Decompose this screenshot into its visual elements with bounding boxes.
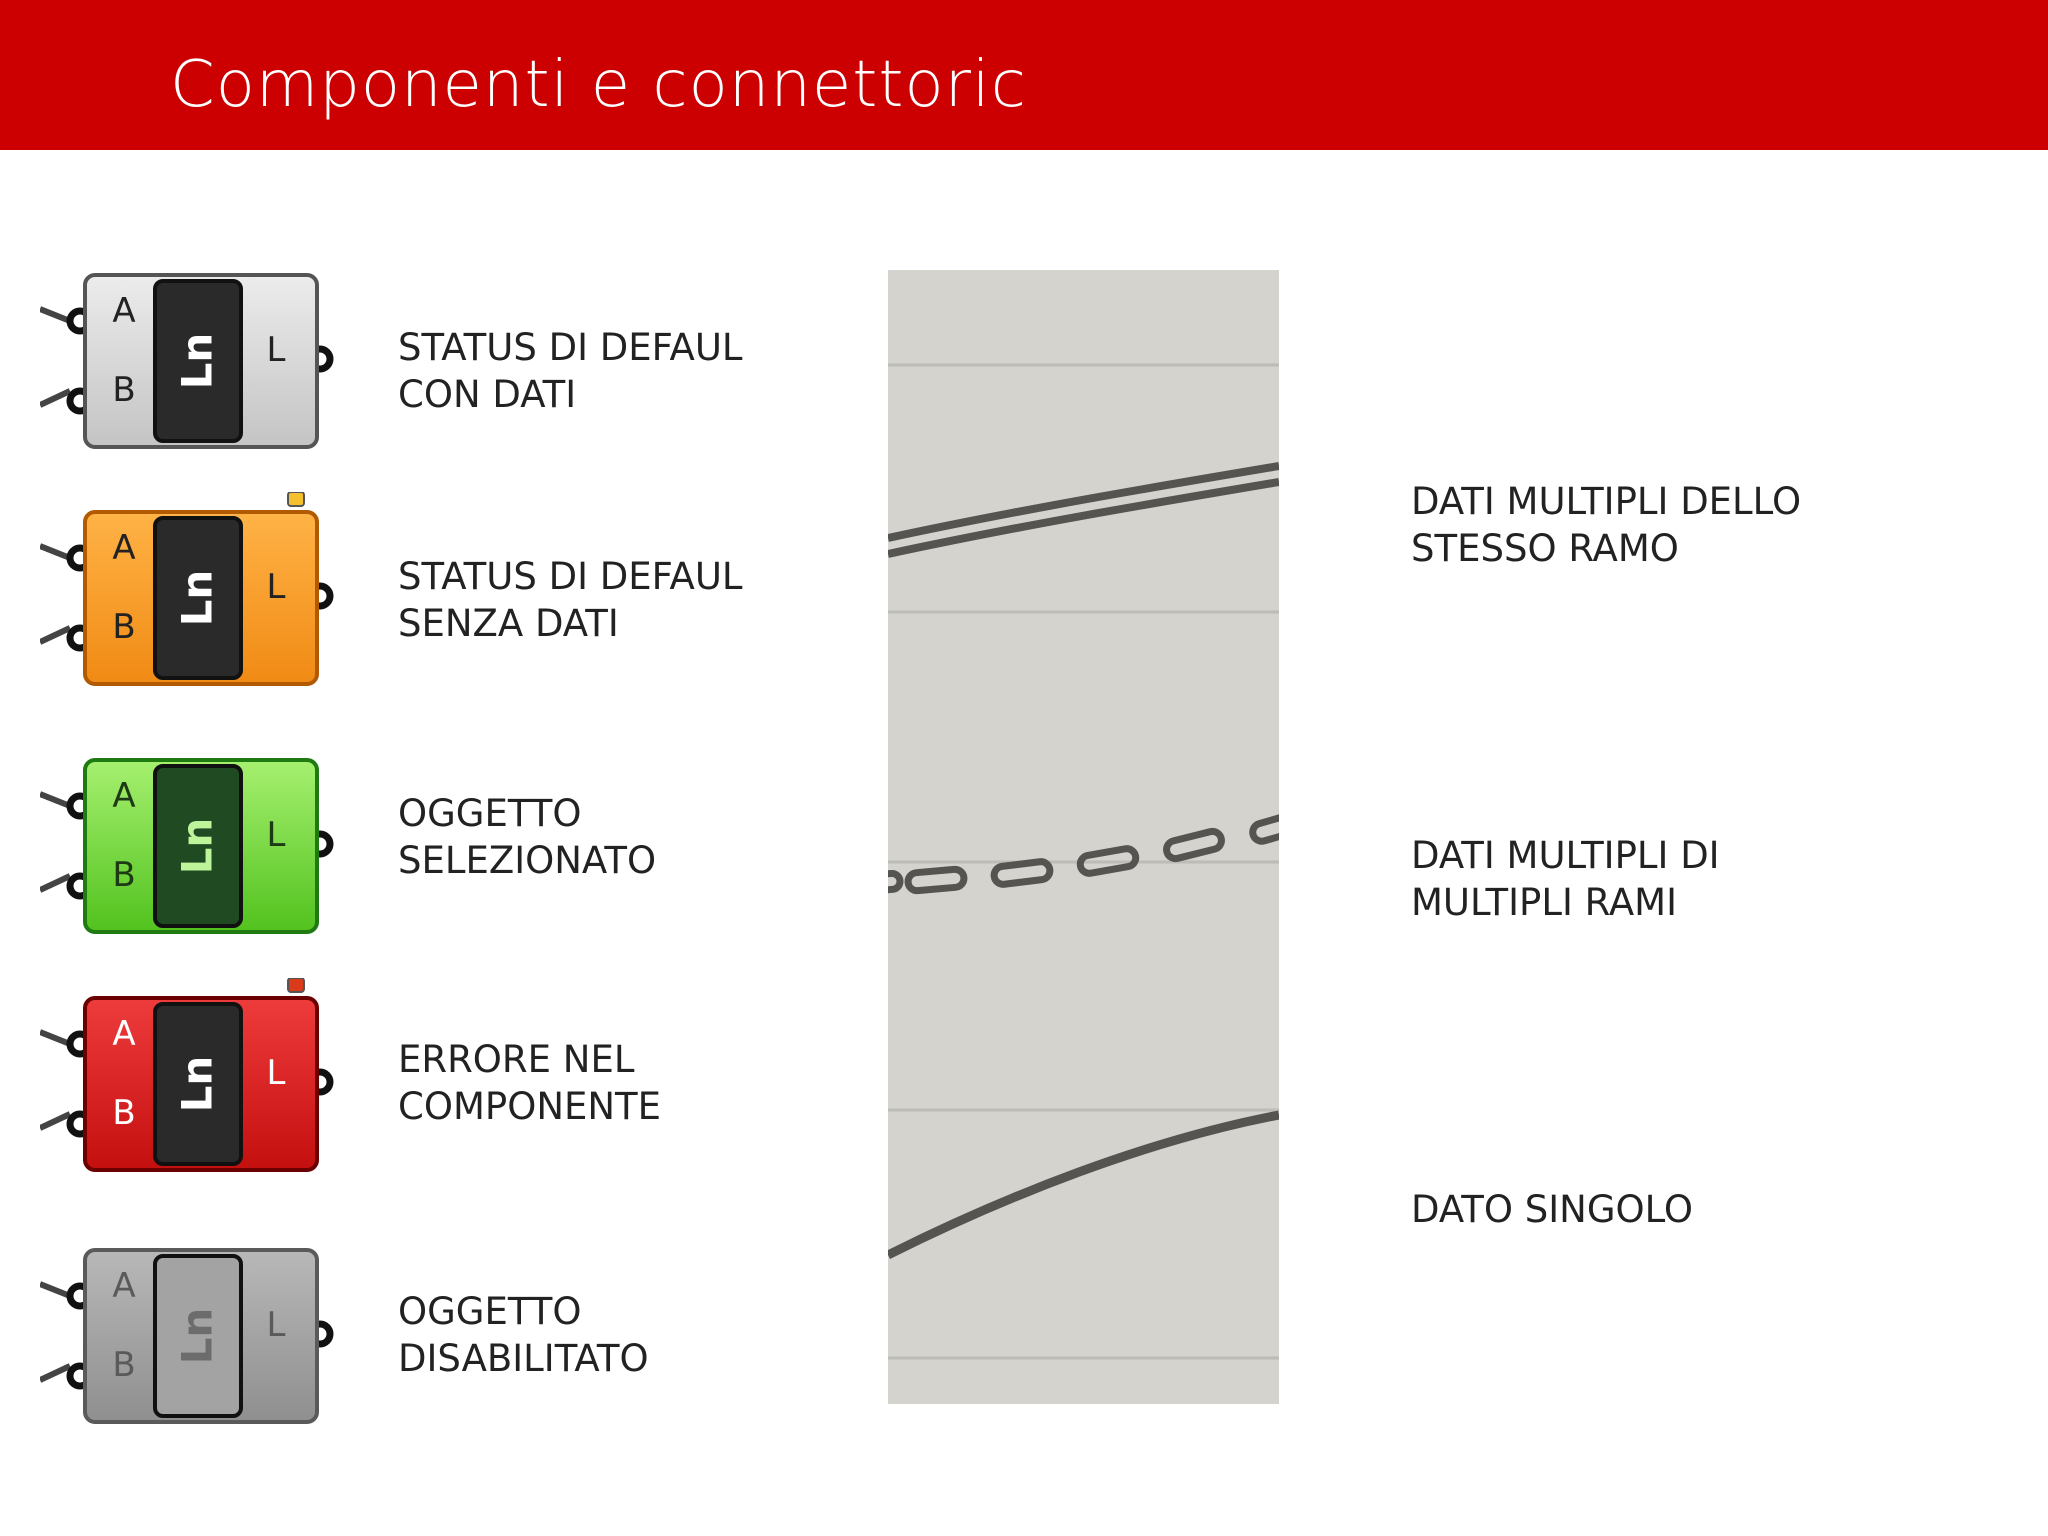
output-l-label: L	[267, 567, 286, 607]
label-line: OGGETTO	[398, 792, 582, 835]
wire-dashed-tree	[888, 809, 1279, 895]
input-b-label: B	[112, 1093, 135, 1133]
input-a-label: A	[112, 1014, 135, 1054]
output-l-label: L	[267, 815, 286, 855]
input-b-label: B	[112, 855, 135, 895]
label-wire-dashed-tree: DATI MULTIPLI DI MULTIPLI RAMI	[1411, 832, 1720, 926]
label-line: CON DATI	[398, 373, 577, 416]
component-nickname: Ln	[173, 1308, 222, 1365]
component-core	[153, 1002, 243, 1166]
wire-types-panel	[888, 270, 1279, 1404]
panel-gridlines	[888, 363, 1279, 1360]
label-disabled: OGGETTO DISABILITATO	[398, 1288, 649, 1382]
label-error: ERRORE NEL COMPONENTE	[398, 1036, 661, 1130]
input-b-label: B	[112, 607, 135, 647]
connector-grips	[40, 543, 334, 652]
label-line: STESSO RAMO	[1411, 527, 1679, 570]
label-selected: OGGETTO SELEZIONATO	[398, 790, 656, 884]
component-nickname: Ln	[173, 818, 222, 875]
input-a-label: A	[112, 291, 135, 331]
component-nickname: Ln	[173, 570, 222, 627]
label-line: COMPONENTE	[398, 1085, 662, 1128]
label-wire-single-line: DATO SINGOLO	[1411, 1186, 1693, 1233]
label-line: STATUS DI DEFAUL	[398, 326, 743, 369]
status-flag	[287, 492, 305, 507]
label-line: DISABILITATO	[398, 1337, 649, 1380]
component-core	[153, 1254, 243, 1418]
wire-double-line	[888, 462, 1279, 558]
output-l-label: L	[267, 330, 286, 370]
label-line: DATI MULTIPLI DELLO	[1411, 480, 1802, 523]
label-line: STATUS DI DEFAUL	[398, 555, 743, 598]
label-line: ERRORE NEL	[398, 1038, 635, 1081]
title-bar: Componenti e connettoric	[0, 0, 2048, 150]
output-l-label: L	[267, 1305, 286, 1345]
label-line: DATO SINGOLO	[1411, 1188, 1694, 1231]
component-core	[153, 516, 243, 680]
label-line: SELEZIONATO	[398, 839, 657, 882]
label-default-without-data: STATUS DI DEFAUL SENZA DATI	[398, 553, 743, 647]
component-nickname: Ln	[173, 333, 222, 390]
input-a-label: A	[112, 776, 135, 816]
output-l-label: L	[267, 1053, 286, 1093]
component-core	[153, 279, 243, 443]
wire-single-line	[888, 1110, 1279, 1260]
label-line: MULTIPLI RAMI	[1411, 881, 1677, 924]
component-nickname: Ln	[173, 1056, 222, 1113]
label-line: SENZA DATI	[398, 602, 619, 645]
input-b-label: B	[112, 1345, 135, 1385]
input-b-label: B	[112, 370, 135, 410]
component-core	[153, 764, 243, 928]
input-a-label: A	[112, 1266, 135, 1306]
label-line: OGGETTO	[398, 1290, 582, 1333]
slide-title: Componenti e connettoric	[170, 48, 1027, 122]
input-a-label: A	[112, 528, 135, 568]
label-default-with-data: STATUS DI DEFAUL CON DATI	[398, 324, 743, 418]
label-line: DATI MULTIPLI DI	[1411, 834, 1720, 877]
label-wire-double-line: DATI MULTIPLI DELLO STESSO RAMO	[1411, 478, 1801, 572]
status-flag	[287, 978, 305, 993]
